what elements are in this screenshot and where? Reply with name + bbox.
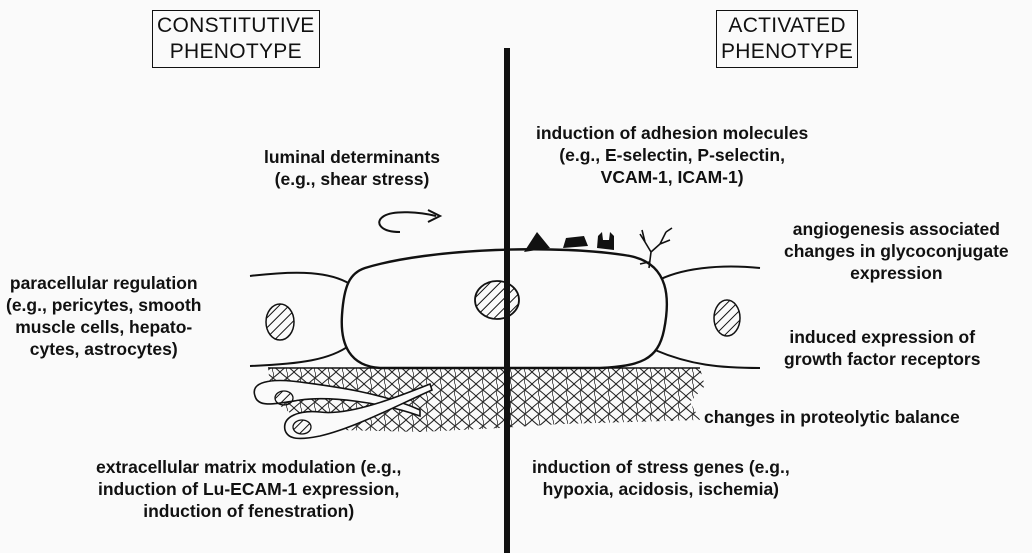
left-neighbor-nucleus — [266, 304, 294, 340]
label-line: induced expression of — [784, 326, 980, 348]
angiogenesis-label: angiogenesis associated changes in glyco… — [784, 218, 1009, 284]
label-line: growth factor receptors — [784, 348, 980, 370]
paracellular-regulation-label: paracellular regulation (e.g., pericytes… — [6, 272, 201, 360]
label-line: VCAM-1, ICAM-1) — [536, 166, 808, 188]
header-line: PHENOTYPE — [157, 39, 315, 65]
label-line: changes in proteolytic balance — [704, 406, 960, 428]
label-line: extracellular matrix modulation (e.g., — [96, 456, 401, 478]
endothelial-nucleus — [475, 281, 519, 319]
label-line: induction of Lu-ECAM-1 expression, — [96, 478, 401, 500]
header-line: ACTIVATED — [721, 13, 853, 39]
header-line: CONSTITUTIVE — [157, 13, 315, 39]
constitutive-phenotype-header: CONSTITUTIVE PHENOTYPE — [152, 10, 320, 68]
label-line: induction of stress genes (e.g., — [532, 456, 790, 478]
label-line: (e.g., pericytes, smooth — [6, 294, 201, 316]
left-neighbor-cell — [250, 273, 350, 366]
label-line: hypoxia, acidosis, ischemia) — [532, 478, 790, 500]
stress-genes-label: induction of stress genes (e.g., hypoxia… — [532, 456, 790, 500]
label-line: changes in glycoconjugate — [784, 240, 1009, 262]
proteolytic-balance-label: changes in proteolytic balance — [704, 406, 960, 428]
right-neighbor-cell — [655, 267, 760, 368]
label-line: induction of adhesion molecules — [536, 122, 808, 144]
label-line: (e.g., shear stress) — [264, 168, 440, 190]
vcam-icon — [597, 232, 614, 250]
activated-phenotype-header: ACTIVATED PHENOTYPE — [716, 10, 858, 68]
right-neighbor-nucleus — [714, 300, 740, 336]
label-line: angiogenesis associated — [784, 218, 1009, 240]
label-line: paracellular regulation — [6, 272, 201, 294]
adhesion-molecules-label: induction of adhesion molecules (e.g., E… — [536, 122, 808, 188]
label-line: induction of fenestration) — [96, 500, 401, 522]
extracellular-matrix-label: extracellular matrix modulation (e.g., i… — [96, 456, 401, 522]
shear-stress-arrow — [379, 210, 440, 232]
label-line: muscle cells, hepato- — [6, 316, 201, 338]
header-line: PHENOTYPE — [721, 39, 853, 65]
luminal-determinants-label: luminal determinants (e.g., shear stress… — [264, 146, 440, 190]
p-selectin-icon — [563, 236, 588, 248]
label-line: cytes, astrocytes) — [6, 338, 201, 360]
growth-factor-receptors-label: induced expression of growth factor rece… — [784, 326, 980, 370]
label-line: expression — [784, 262, 1009, 284]
label-line: luminal determinants — [264, 146, 440, 168]
label-line: (e.g., E-selectin, P-selectin, — [536, 144, 808, 166]
